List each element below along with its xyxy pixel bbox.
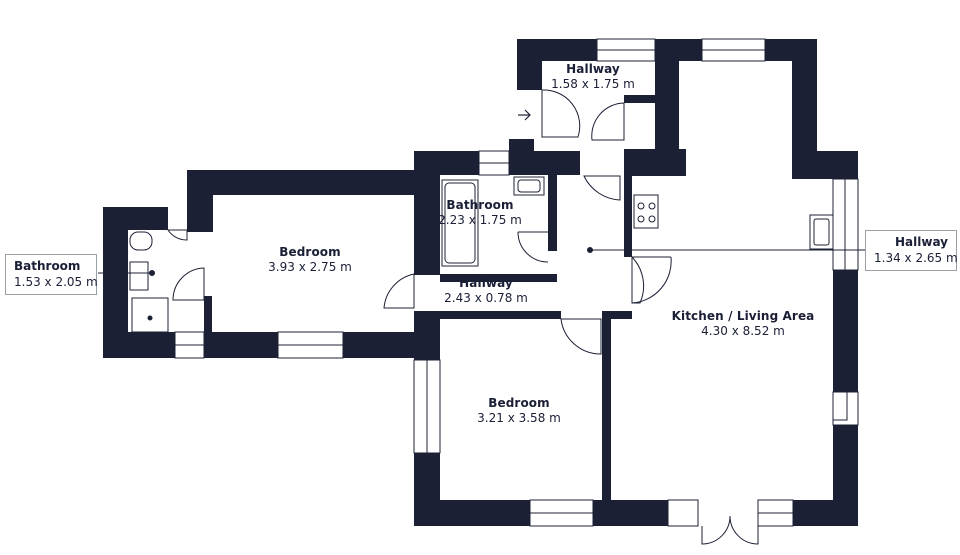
room-label-hallway-entrance: Hallway 1.58 x 1.75 m (551, 62, 635, 92)
callout-name: Bathroom (14, 259, 81, 273)
wall (624, 175, 632, 257)
room-name: Hallway (459, 276, 513, 290)
window (667, 499, 699, 527)
wall (833, 270, 858, 392)
room-name: Bedroom (488, 396, 550, 410)
room-dims: 3.21 x 3.58 m (477, 411, 561, 425)
room-name: Bedroom (279, 245, 341, 259)
room-label-hallway-middle: Hallway 2.43 x 0.78 m (436, 276, 536, 306)
door-swing (729, 515, 759, 545)
door-swing (583, 175, 621, 201)
toilet (129, 231, 153, 251)
door-swing (172, 267, 205, 301)
wall (343, 332, 417, 358)
wall (187, 170, 213, 232)
wall (414, 500, 530, 526)
sink (129, 261, 149, 291)
arrow-icon (518, 109, 531, 121)
wall (655, 39, 679, 149)
wall (793, 500, 858, 526)
wall (509, 151, 580, 175)
room-dims: 4.30 x 8.52 m (701, 324, 785, 338)
hob (633, 194, 659, 229)
wall (602, 311, 611, 500)
room-label-kitchen-living: Kitchen / Living Area 4.30 x 8.52 m (668, 309, 818, 339)
wall (187, 170, 414, 195)
fixtures (129, 176, 848, 421)
room-name: Bathroom (446, 198, 514, 212)
callout-dims: 1.34 x 2.65 m (874, 250, 958, 265)
wall (517, 39, 542, 90)
door-swing (631, 255, 645, 304)
callout-name: Hallway (894, 235, 948, 249)
wall (602, 311, 632, 319)
wall (792, 151, 858, 179)
wall (624, 95, 655, 103)
door-swing (631, 256, 672, 304)
shower (131, 297, 169, 333)
kitchen-sink (809, 214, 834, 250)
room-label-bathroom-main: Bathroom 2.23 x 1.75 m (430, 198, 530, 228)
callout-bathroom-ensuite: Bathroom 1.53 x 2.05 m (5, 254, 98, 296)
wall (103, 332, 175, 358)
room-dims: 1.58 x 1.75 m (551, 77, 635, 91)
wall (414, 151, 440, 275)
door-swing (541, 89, 581, 138)
wall (593, 500, 668, 526)
wall (414, 311, 440, 360)
doors (167, 89, 759, 545)
room-name: Hallway (566, 62, 620, 76)
room-name: Kitchen / Living Area (671, 309, 815, 323)
door-swing (560, 318, 602, 355)
door-swing (167, 229, 188, 241)
door-swing (517, 231, 549, 263)
wall (440, 311, 561, 319)
door-swing (701, 515, 731, 545)
callout-dims: 1.53 x 2.05 m (14, 274, 98, 289)
walls (103, 39, 858, 526)
room-label-bedroom-1: Bedroom 3.93 x 2.75 m (260, 245, 360, 275)
room-dims: 2.43 x 0.78 m (444, 291, 528, 305)
door-swing (591, 102, 625, 141)
bathtub (441, 179, 479, 267)
door-swing (383, 273, 415, 309)
callout-hallway-side: Hallway 1.34 x 2.65 m (865, 230, 958, 272)
wall (204, 332, 278, 358)
room-label-bedroom-2: Bedroom 3.21 x 3.58 m (469, 396, 569, 426)
wall (440, 274, 557, 282)
wall (204, 296, 212, 358)
wall (548, 175, 557, 251)
room-dims: 2.23 x 1.75 m (438, 213, 522, 227)
room-dims: 3.93 x 2.75 m (268, 260, 352, 274)
wall (624, 149, 686, 176)
pointer-lines (98, 247, 865, 276)
sink (513, 176, 545, 196)
